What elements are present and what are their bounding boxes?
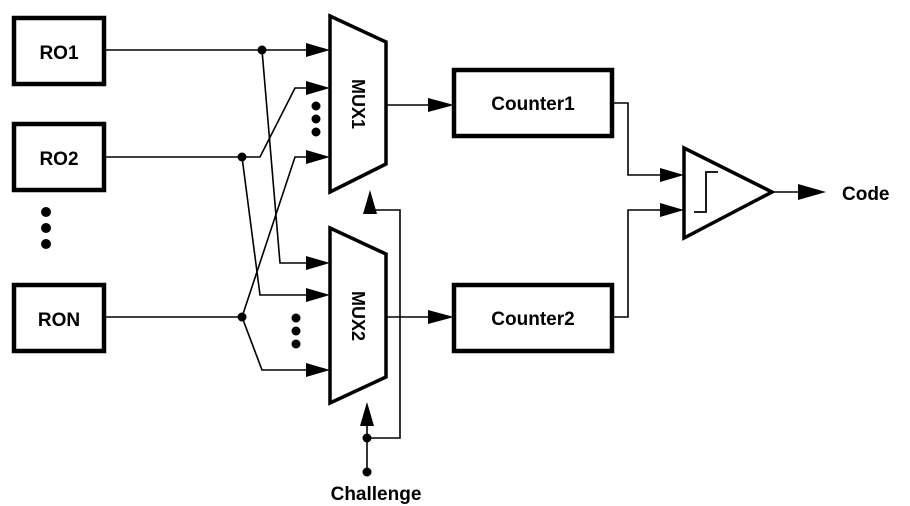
counter-1-label: Counter1 [491, 94, 575, 115]
arrowheads [306, 43, 826, 426]
mux2-label: MUX2 [348, 291, 368, 341]
ro-block-2: RO2 [11, 121, 107, 193]
counter-2: Counter2 [451, 282, 615, 354]
mux1-label: MUX1 [348, 79, 368, 129]
mux1: MUX1 [328, 13, 388, 195]
mux2: MUX2 [328, 225, 388, 406]
counter-1: Counter1 [451, 67, 615, 139]
challenge-input-label: Challenge [331, 484, 422, 505]
counter-2-label: Counter2 [491, 309, 574, 330]
ro-block-n: RON [11, 282, 107, 354]
junction-dots [237, 45, 372, 477]
comparator-hysteresis-icon [694, 171, 718, 213]
ro-block-2-label: RO2 [39, 149, 78, 170]
comparator [682, 145, 776, 241]
output-code-label: Code [842, 184, 890, 205]
ro-block-n-label: RON [38, 310, 80, 331]
ro-block-1: RO1 [11, 15, 107, 87]
mux2-input-ellipsis [291, 313, 301, 349]
ro-ellipsis [41, 207, 51, 249]
ro-block-1-label: RO1 [39, 43, 79, 64]
mux1-input-ellipsis [311, 101, 321, 137]
